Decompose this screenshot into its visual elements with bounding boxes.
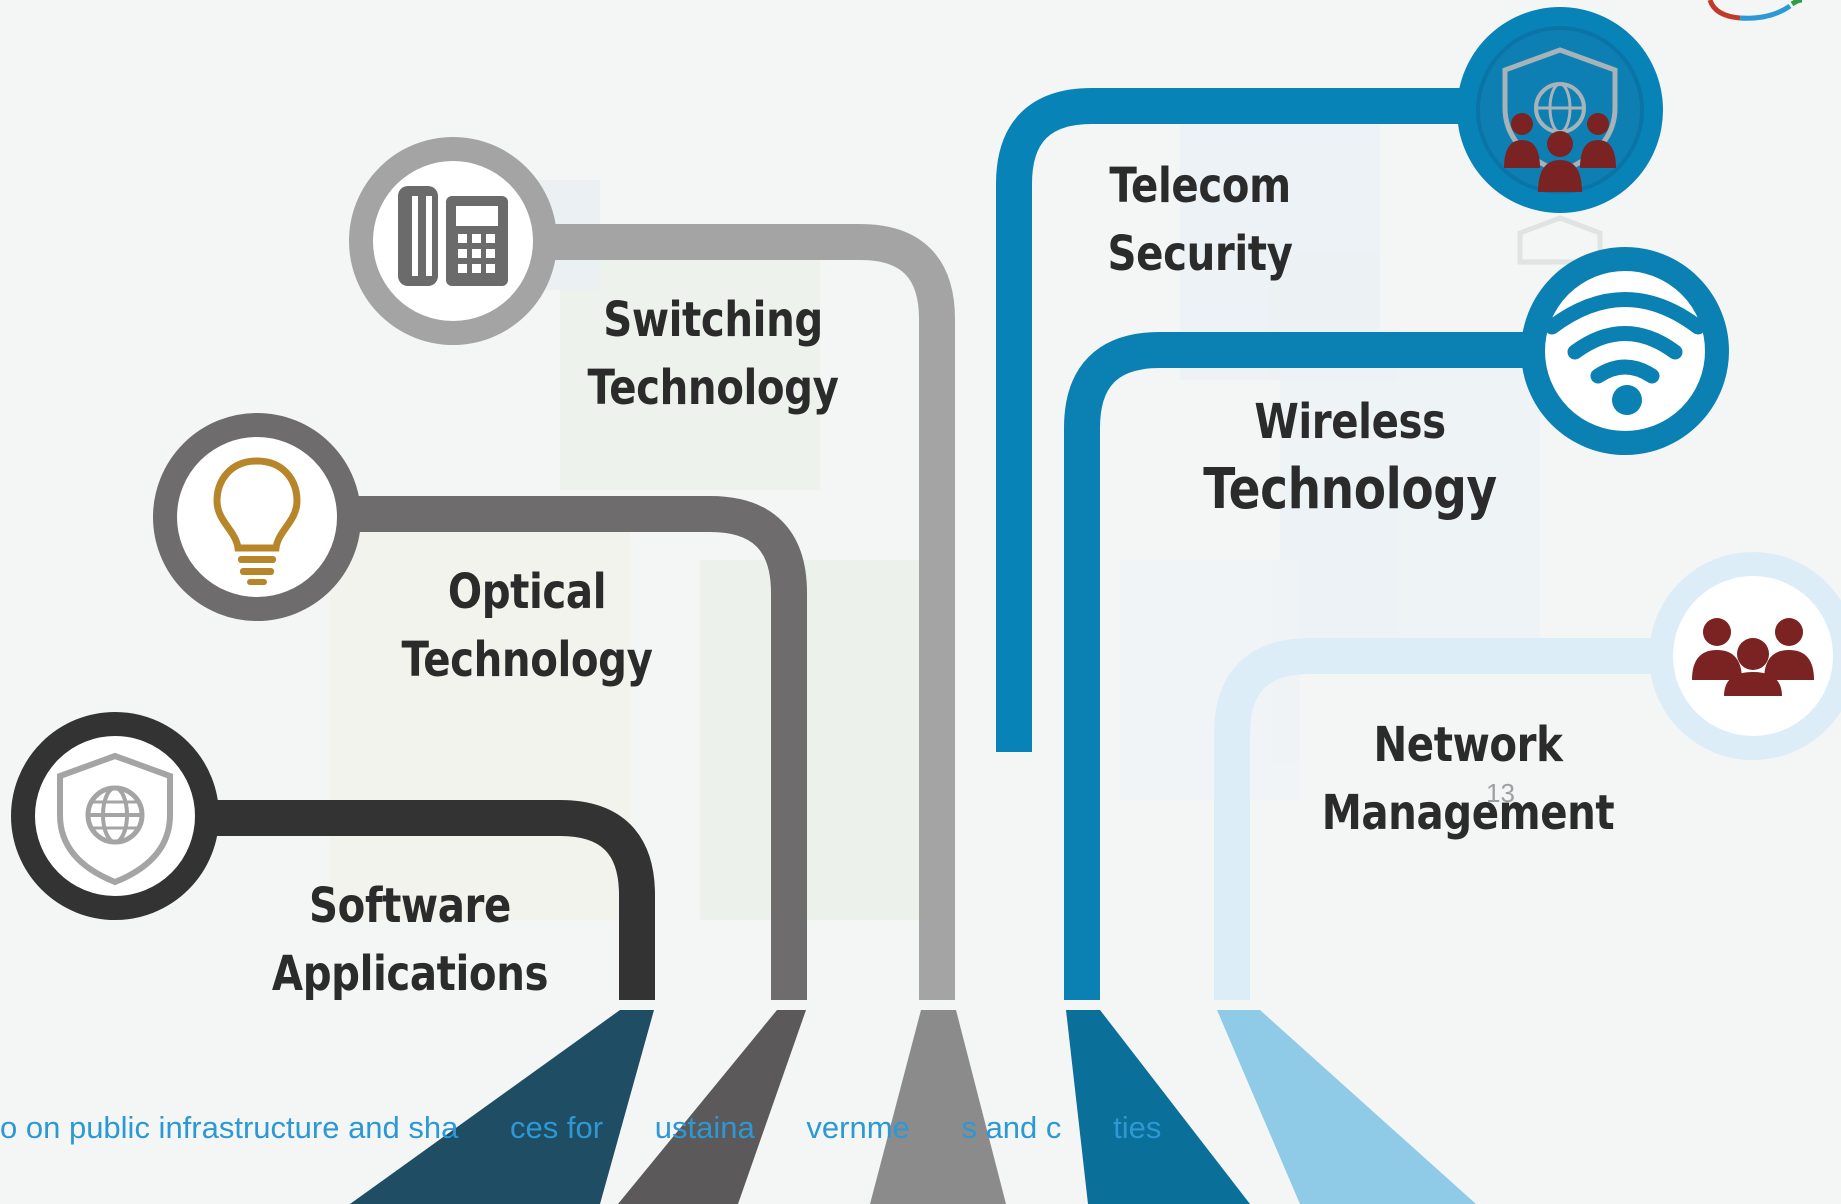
label-line: Network <box>1373 717 1563 773</box>
label-line: Technology <box>401 632 653 688</box>
telecom-security-node <box>1457 7 1663 265</box>
branch-line-optical <box>355 496 807 1000</box>
branch-line-network <box>1214 638 1680 1000</box>
desk-phone-icon <box>398 186 508 286</box>
team-icon <box>1692 618 1814 696</box>
branch-line-telecom <box>996 88 1465 752</box>
lightbulb-icon <box>213 457 301 585</box>
label-line: Telecom <box>1109 158 1291 214</box>
wireless-technology-node <box>1521 247 1729 455</box>
page-number: 13 <box>1486 778 1515 808</box>
branch-lines <box>215 88 1680 1000</box>
label-telecom-security: Telecom Security <box>1032 152 1368 288</box>
switching-technology-node <box>349 137 557 345</box>
label-optical-technology: Optical Technology <box>359 558 695 694</box>
label-software-applications: Software Applications <box>242 872 578 1008</box>
label-line: Technology <box>1203 457 1497 522</box>
label-line: Applications <box>271 946 549 1002</box>
icon-circles <box>11 7 1841 920</box>
footer-text: o on public infrastructure and sha ces f… <box>0 1110 1162 1145</box>
shield-globe-icon <box>57 752 173 886</box>
network-management-node <box>1649 552 1841 760</box>
wifi-icon <box>1544 292 1706 415</box>
label-line: Wireless <box>1254 394 1446 450</box>
label-line: Security <box>1107 226 1293 282</box>
software-applications-node <box>11 712 219 920</box>
label-line: Optical <box>447 564 607 620</box>
label-network-management: Network Management <box>1300 711 1636 847</box>
label-switching-technology: Switching Technology <box>545 286 881 422</box>
branch-line-software <box>215 800 655 1000</box>
label-line: Switching <box>603 292 823 348</box>
logo-fragment <box>1707 0 1803 21</box>
branch-line-switching <box>555 224 955 1000</box>
label-line: Management <box>1321 785 1615 841</box>
branch-line-wireless <box>1064 332 1530 1000</box>
shield-globe-team-icon <box>1502 47 1618 192</box>
optical-technology-node <box>153 413 361 621</box>
fan-base <box>350 1010 1476 1204</box>
label-line: Software <box>309 878 511 934</box>
label-line: Technology <box>587 360 839 416</box>
label-wireless-technology: Wireless Technology <box>1182 388 1518 524</box>
telecom-security-reflection <box>1517 215 1603 265</box>
